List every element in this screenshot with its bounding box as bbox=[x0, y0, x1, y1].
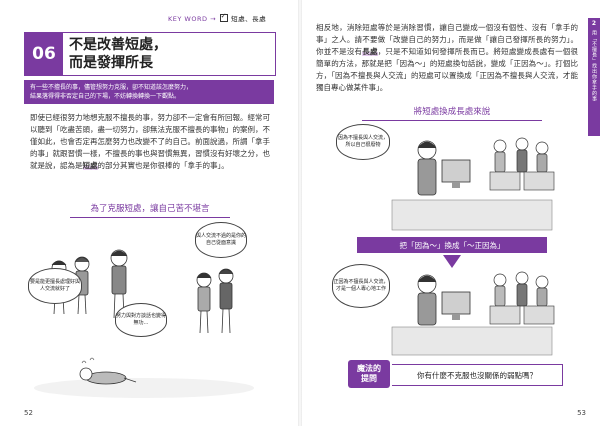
book-gutter bbox=[298, 0, 302, 426]
magic-question-box: 魔法的 提問 你有什麼不克服也沒關係的弱點嗎？ bbox=[348, 360, 563, 388]
highlight-strength: 長處 bbox=[362, 47, 378, 56]
chapter-number: 2 bbox=[591, 20, 597, 27]
reframe-banner: 把「因為～」換成「～正因為」 bbox=[357, 237, 547, 253]
body-text-part-2: 的部分其實也是你很棒的「拿手的事」。 bbox=[97, 161, 229, 170]
page-title: 不是改善短處， 而是發揮所長 bbox=[69, 36, 269, 72]
struggle-illustration bbox=[34, 249, 254, 398]
checkbox-icon bbox=[219, 12, 228, 22]
right-page: 2 用「不擅長」找出你拿手的事 相反地，消除短處等於是消除習慣，讓自己變成一個沒… bbox=[302, 0, 600, 426]
person-figure bbox=[196, 272, 212, 334]
page-number: 52 bbox=[24, 409, 33, 417]
chapter-title-box: 06 不是改善短處， 而是發揮所長 bbox=[24, 32, 276, 76]
body-paragraph: 相反地，消除短處等於是消除習慣，讓自己變成一個沒有個性、沒有「拿手的事」之人。請… bbox=[316, 22, 578, 94]
highlight-shortcoming: 短處 bbox=[82, 161, 98, 170]
chapter-tab-label: 用「不擅長」找出你拿手的事 bbox=[591, 30, 597, 102]
body-text-part-2: ，只是不知道如何發揮所長而已。將短處變成長處有一個很簡單的方法，那就是把「因為～… bbox=[316, 47, 579, 92]
speech-bubble: 努力與對方談話也變得無功… bbox=[115, 303, 167, 337]
office-scene-before bbox=[391, 137, 555, 231]
badge-line-1: 魔法的 bbox=[357, 364, 381, 373]
illustration-heading: 將短處換成長處來說 bbox=[362, 103, 542, 121]
office-scene-after bbox=[391, 271, 555, 356]
person-figure bbox=[218, 268, 234, 334]
body-text-part-1: 即使已經很努力地想克服不擅長的事，努力卻不一定會有所回報。經常可以聽到「吃盡苦頭… bbox=[30, 113, 270, 170]
lead-line-1: 有一些不擅長的事，儘管想努力克服，卻不知道該怎麼努力， bbox=[30, 84, 193, 91]
body-text-part-1: 相反地，消除短處等於是消除習慣，讓自己變成一個沒有個性、沒有「拿手的事」之人。請… bbox=[316, 23, 578, 56]
speech-bubble: 因為不擅長與人交流，所以自己很廢物 bbox=[336, 124, 390, 160]
keyword-arrow: → bbox=[210, 15, 217, 23]
magic-question-text: 你有什麼不克服也沒關係的弱點嗎？ bbox=[392, 364, 563, 386]
title-line-1: 不是改善短處， bbox=[69, 37, 167, 53]
speech-bubble: 要是能更擅長處理好與人交流就好了 bbox=[28, 268, 82, 304]
section-number: 06 bbox=[25, 33, 63, 75]
chapter-side-tab: 2 用「不擅長」找出你拿手的事 bbox=[588, 18, 600, 136]
keyword-line: KEY WORD → 短處、長處 bbox=[168, 12, 267, 23]
keyword-label: KEY WORD bbox=[168, 15, 208, 23]
lead-line-2: 結果落得得非否定自己的下場，不妨轉換轉換一下觀點。 bbox=[30, 93, 181, 100]
keyword-term: 短處、長處 bbox=[231, 15, 267, 23]
speech-bubble: 正因為不擅長與人交流，才是一個人專心地工作 bbox=[332, 264, 390, 308]
page-number: 53 bbox=[577, 409, 586, 417]
person-figure bbox=[110, 249, 128, 319]
title-line-2: 而是發揮所長 bbox=[69, 55, 153, 71]
collapsed-person bbox=[79, 367, 137, 385]
arrow-down-icon bbox=[443, 255, 461, 268]
left-page: KEY WORD → 短處、長處 06 不是改善短處， 而是發揮所長 有一些不擅… bbox=[0, 0, 298, 426]
magic-question-badge: 魔法的 提問 bbox=[348, 360, 390, 388]
body-paragraph: 即使已經很努力地想克服不擅長的事，努力卻不一定會有所回報。經常可以聽到「吃盡苦頭… bbox=[30, 112, 270, 172]
lead-summary: 有一些不擅長的事，儘管想努力克服，卻不知道該怎麼努力， 結果落得得非否定自己的下… bbox=[24, 80, 274, 104]
illustration-heading: 為了克服短處，讓自己苦不堪言 bbox=[70, 200, 230, 218]
badge-line-2: 提問 bbox=[361, 374, 377, 383]
speech-bubble: 與人交流不過的是你的自己從面意識 bbox=[195, 222, 247, 258]
